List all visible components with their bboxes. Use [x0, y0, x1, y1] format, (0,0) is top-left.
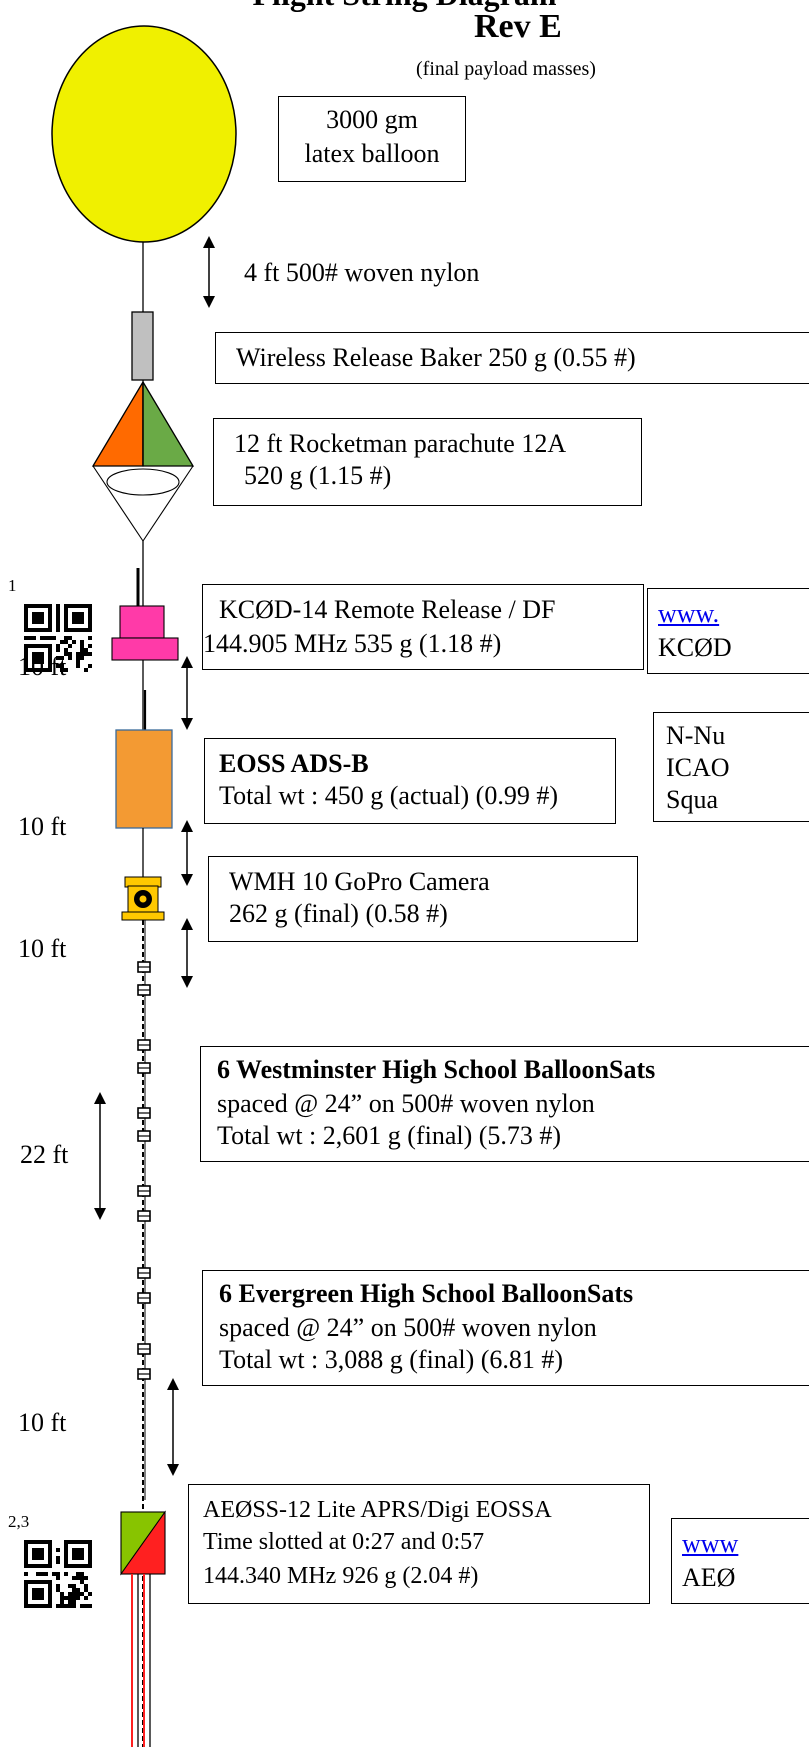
- spacing-label-e: 10 ft: [18, 1408, 67, 1437]
- qr-code-aprs: [24, 1540, 92, 1608]
- parachute-ring: [106, 468, 180, 496]
- adsb-title: EOSS ADS-B: [219, 749, 369, 778]
- westminster-weight: Total wt : 2,601 g (final) (5.73 #): [217, 1121, 562, 1150]
- balloon-type: latex balloon: [304, 139, 440, 168]
- release-device-shape: [131, 311, 154, 381]
- revision-subtitle: (final payload masses): [416, 58, 596, 80]
- adsb-side-line-3: Squa: [666, 785, 718, 814]
- westminster-info-box: 6 Westminster High School BalloonSats sp…: [200, 1046, 809, 1162]
- aprs-link[interactable]: www: [682, 1529, 739, 1558]
- remote-release-freq-mass: 144.905 MHz 535 g (1.18 #): [203, 629, 502, 658]
- evergreen-spacing: spaced @ 24” on 500# woven nylon: [219, 1313, 597, 1342]
- spacing-label-b: 10 ft: [18, 812, 67, 841]
- remote-release-link[interactable]: www.: [658, 599, 720, 628]
- balloon-info-box: 3000 gm latex balloon: [278, 96, 466, 182]
- aprs-callsign: AEØ: [682, 1563, 736, 1592]
- balloonsat-markers: [137, 961, 151, 1380]
- evergreen-weight: Total wt : 3,088 g (final) (6.81 #): [219, 1345, 564, 1374]
- aprs-timing: Time slotted at 0:27 and 0:57: [203, 1529, 485, 1555]
- aprs-label: AEØSS-12 Lite APRS/Digi EOSSA: [203, 1497, 552, 1523]
- evergreen-title: 6 Evergreen High School BalloonSats: [219, 1279, 634, 1308]
- camera-label: WMH 10 GoPro Camera: [229, 867, 490, 896]
- parachute-shroud-right: [142, 465, 194, 542]
- camera-info-box: WMH 10 GoPro Camera 262 g (final) (0.58 …: [208, 856, 638, 942]
- remote-release-label: KCØD-14 Remote Release / DF: [219, 595, 556, 624]
- tether-top-label: 4 ft 500# woven nylon: [244, 258, 480, 287]
- parachute-info-box: 12 ft Rocketman parachute 12A 520 g (1.1…: [213, 418, 642, 506]
- westminster-title: 6 Westminster High School BalloonSats: [217, 1055, 656, 1084]
- aprs-freq-mass: 144.340 MHz 926 g (2.04 #): [203, 1563, 479, 1589]
- adsb-shape: [115, 729, 173, 829]
- footnote-2-3: 2,3: [8, 1512, 30, 1531]
- footnote-1: 1: [8, 576, 17, 595]
- spacing-label-d: 22 ft: [20, 1140, 69, 1169]
- remote-release-link-box: www. KCØD: [647, 588, 809, 674]
- adsb-weight: Total wt : 450 g (actual) (0.99 #): [219, 781, 558, 810]
- parachute-right-panel: [142, 379, 195, 467]
- adsb-side-line-1: N-Nu: [666, 721, 726, 750]
- remote-release-shape: [119, 605, 165, 639]
- balloon-shape: [51, 25, 237, 243]
- balloon-mass: 3000 gm: [326, 105, 418, 134]
- remote-release-info-box: KCØD-14 Remote Release / DF 144.905 MHz …: [202, 584, 644, 670]
- remote-release-callsign: KCØD: [658, 633, 732, 662]
- spacing-label-a: 10 ft: [18, 652, 67, 681]
- camera-mass: 262 g (final) (0.58 #): [229, 899, 448, 928]
- westminster-spacing: spaced @ 24” on 500# woven nylon: [217, 1089, 595, 1118]
- release-label: Wireless Release Baker 250 g (0.55 #): [236, 343, 636, 372]
- aprs-info-box: AEØSS-12 Lite APRS/Digi EOSSA Time slott…: [188, 1484, 650, 1604]
- spacing-label-c: 10 ft: [18, 934, 67, 963]
- parachute-shroud-left: [92, 465, 144, 542]
- page-title-partial: Flight String Diagram: [0, 0, 809, 13]
- parachute-mass: 520 g (1.15 #): [244, 461, 392, 490]
- parachute-left-panel: [91, 379, 144, 467]
- adsb-info-box: EOSS ADS-B Total wt : 450 g (actual) (0.…: [204, 738, 616, 824]
- adsb-side-line-2: ICAO: [666, 753, 730, 782]
- adsb-side-box: N-Nu ICAO Squa: [653, 712, 809, 822]
- aprs-link-box: www AEØ: [671, 1518, 809, 1604]
- evergreen-info-box: 6 Evergreen High School BalloonSats spac…: [202, 1270, 809, 1386]
- qr-code-remote-release: [24, 604, 92, 672]
- release-info-box: Wireless Release Baker 250 g (0.55 #): [215, 332, 809, 384]
- revision-label: Rev E: [474, 8, 562, 45]
- parachute-label: 12 ft Rocketman parachute 12A: [234, 429, 567, 458]
